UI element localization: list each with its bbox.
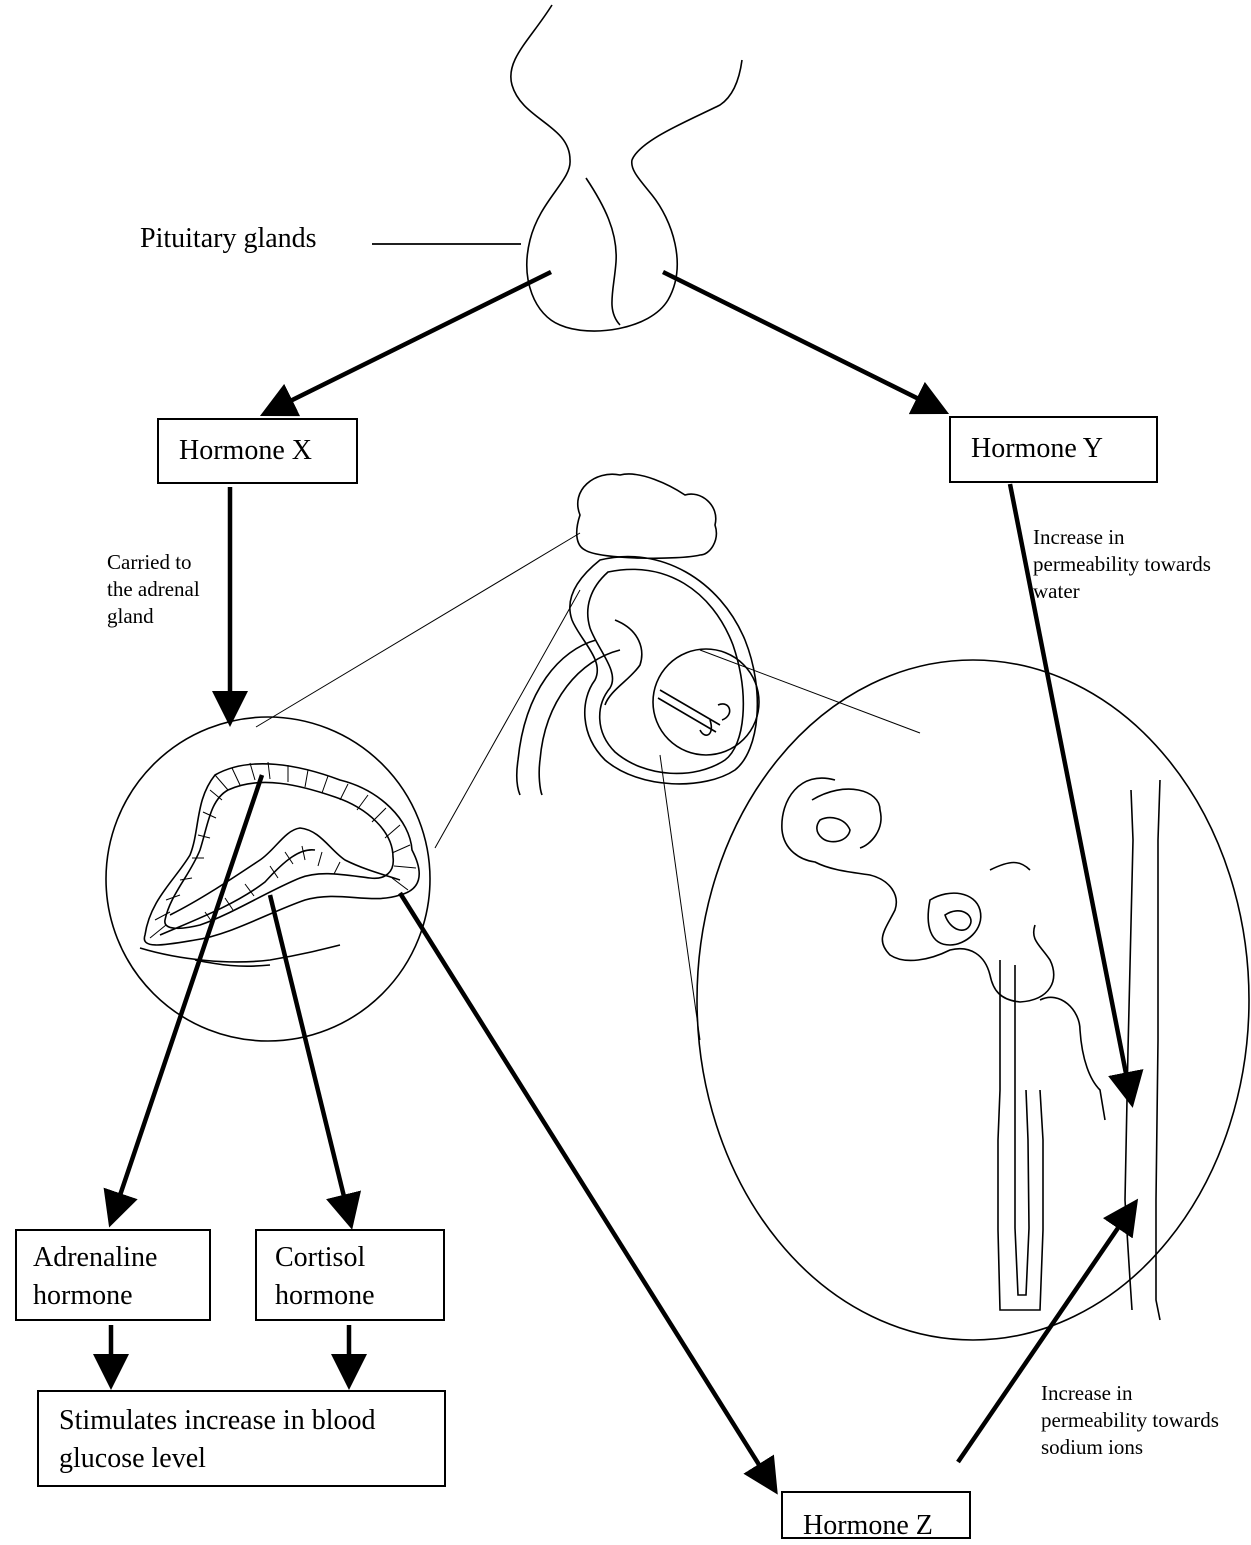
hormone-y-label: Hormone Y (971, 430, 1103, 468)
hormone-x-box: Hormone X (157, 418, 358, 484)
note-permeability-water: Increase in permeability towards water (1033, 524, 1223, 605)
hormone-x-label: Hormone X (179, 432, 312, 470)
note-permeability-sodium: Increase in permeability towards sodium … (1041, 1380, 1221, 1461)
note-carried: Carried to the adrenal gland (107, 549, 222, 630)
stimulates-label: Stimulates increase in blood glucose lev… (59, 1402, 439, 1478)
cortisol-box: Cortisol hormone (255, 1229, 445, 1321)
hormone-z-label: Hormone Z (803, 1507, 933, 1545)
nephron-drawing (697, 660, 1249, 1340)
cortisol-label: Cortisol hormone (275, 1239, 415, 1315)
hormone-y-box: Hormone Y (949, 416, 1158, 483)
kidney-drawing (517, 474, 759, 795)
adrenaline-box: Adrenaline hormone (15, 1229, 211, 1321)
flow-arrows (111, 484, 1133, 1487)
adrenal-hatching (150, 762, 416, 938)
hormone-z-box: Hormone Z (781, 1491, 971, 1539)
stimulates-box: Stimulates increase in blood glucose lev… (37, 1390, 446, 1487)
adrenaline-label: Adrenaline hormone (33, 1239, 183, 1315)
pituitary-label: Pituitary glands (140, 223, 317, 255)
pituitary-arrows (268, 272, 941, 412)
